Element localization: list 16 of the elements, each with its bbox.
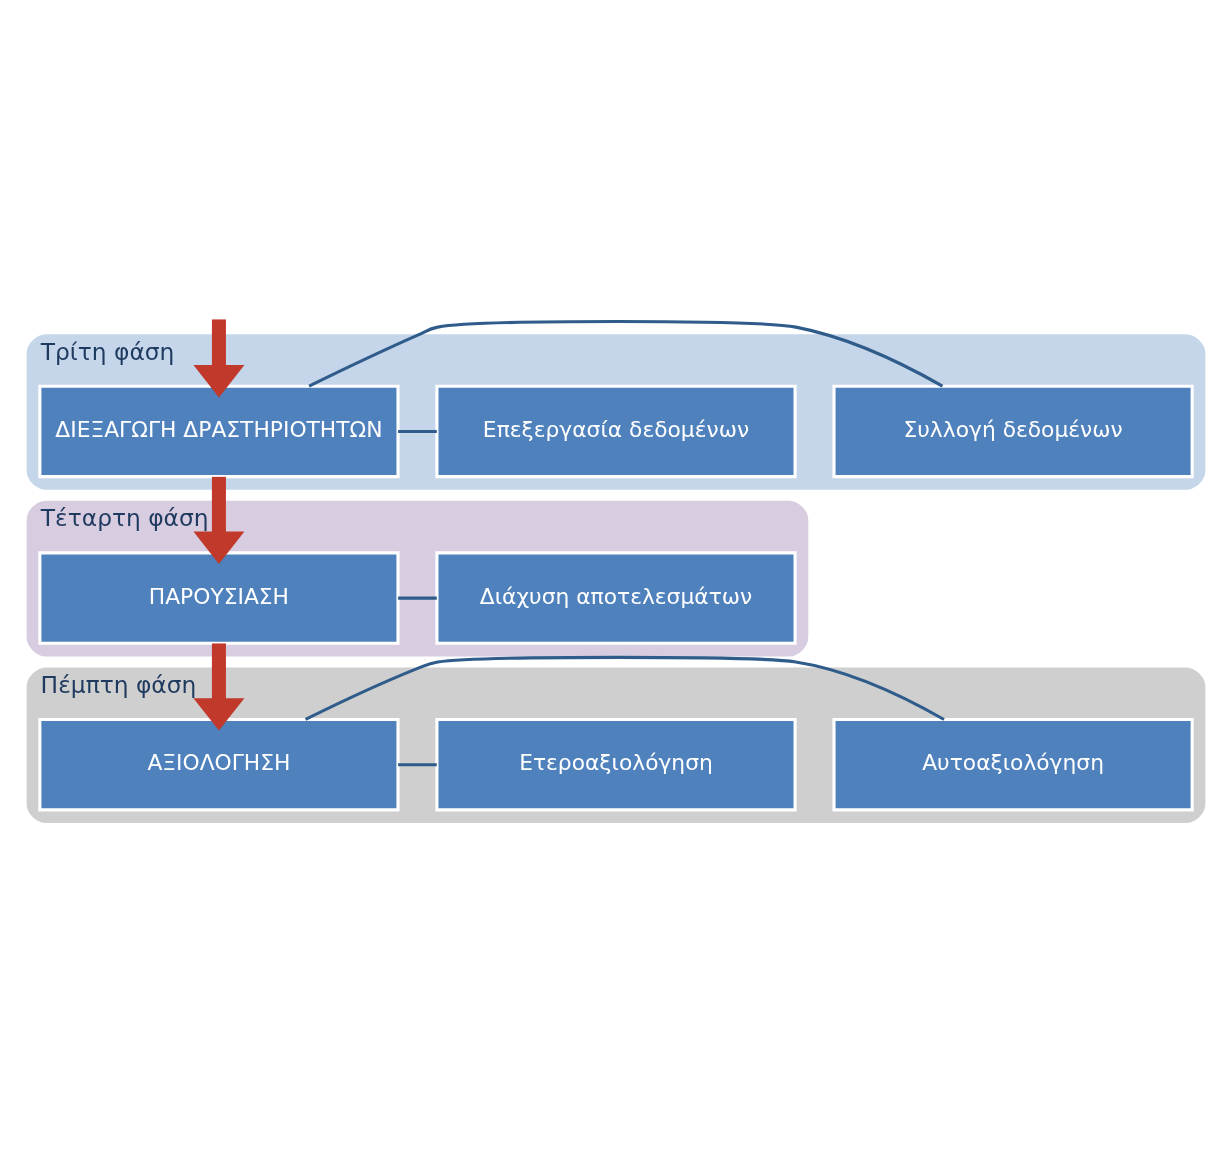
node-box: Αυτοαξιολόγηση — [832, 717, 1194, 811]
arrow — [193, 318, 245, 397]
node-box: Ετεροαξιολόγηση — [435, 717, 797, 811]
node-box: ΑΞΙΟΛΟΓΗΣΗ — [38, 717, 400, 811]
arrow — [193, 476, 245, 564]
node-box: ΠΑΡΟΥΣΙΑΣΗ — [38, 550, 400, 645]
arrow — [193, 642, 245, 731]
connector — [308, 319, 944, 387]
node-box: ΔΙΕΞΑΓΩΓΗ ΔΡΑΣΤΗΡΙΟΤΗΤΩΝ — [38, 384, 400, 478]
connector — [304, 655, 945, 721]
node-box: Συλλογή δεδομένων — [832, 384, 1194, 478]
connector — [398, 762, 437, 766]
node-box: Επεξεργασία δεδομένων — [435, 384, 797, 478]
connector — [398, 596, 437, 600]
node-box: Διάχυση αποτελεσμάτων — [435, 550, 797, 645]
connector — [398, 429, 437, 433]
